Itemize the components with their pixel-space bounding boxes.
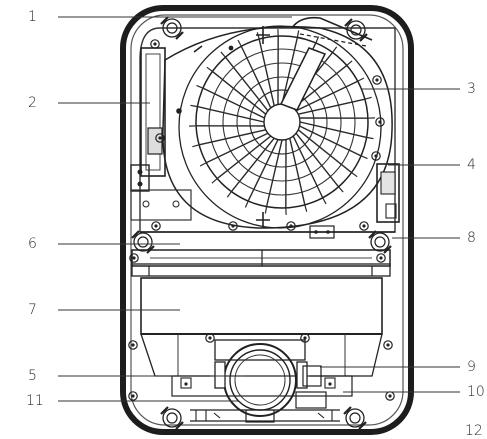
fan-blade xyxy=(259,39,274,106)
fan-rim-tab xyxy=(347,61,352,66)
fan-rim-tab xyxy=(265,207,266,214)
fan-rim-tab xyxy=(238,40,241,46)
fan-rim-tab xyxy=(200,163,206,166)
fan-blade xyxy=(300,122,367,137)
callout-1: 1 xyxy=(28,10,37,24)
fan-rim-tab xyxy=(297,31,298,38)
callout-8: 8 xyxy=(467,231,476,245)
fan-rim-tab xyxy=(192,145,199,147)
fan-rim-tab xyxy=(207,67,213,71)
fan-rim-tab xyxy=(191,105,198,106)
callout-5: 5 xyxy=(28,369,37,383)
fan-blade xyxy=(197,107,264,122)
callout-2: 2 xyxy=(28,96,37,110)
fan-blade xyxy=(267,140,282,207)
fan-blade xyxy=(203,88,265,118)
callout-12: 12 xyxy=(465,424,483,438)
fan-rim-tab xyxy=(221,52,226,57)
fan-rim-tab xyxy=(367,137,374,138)
callout-7: 7 xyxy=(28,303,37,317)
upper-rail xyxy=(132,250,390,276)
callout-10: 10 xyxy=(467,385,485,399)
fan-blade xyxy=(300,126,362,156)
fan-rim-tab xyxy=(245,201,248,207)
fan-rim-tab xyxy=(365,97,372,99)
fan-blade xyxy=(290,138,305,205)
fan-blade xyxy=(199,130,266,145)
fan-rim-tab xyxy=(197,85,203,88)
callout-6: 6 xyxy=(28,237,37,251)
fan-rim-tab xyxy=(323,198,326,204)
fan-rim-tab xyxy=(227,192,231,198)
fan-blade xyxy=(298,99,365,114)
fan-wheel xyxy=(189,29,375,215)
fan-rim-tab xyxy=(333,47,337,53)
callout-9: 9 xyxy=(467,360,476,374)
fan-rim-tab xyxy=(305,205,307,212)
fan-rim-tab xyxy=(212,179,217,184)
fan-blade xyxy=(248,140,278,202)
fan-rim-tab xyxy=(352,173,358,177)
fan-rim-tab xyxy=(358,78,364,81)
fan-rim-tab xyxy=(361,156,367,159)
filter-block xyxy=(141,278,382,334)
callout-4: 4 xyxy=(467,158,476,172)
callout-3: 3 xyxy=(467,82,476,96)
fan-rim-tab xyxy=(339,187,344,192)
callout-11: 11 xyxy=(26,394,44,408)
